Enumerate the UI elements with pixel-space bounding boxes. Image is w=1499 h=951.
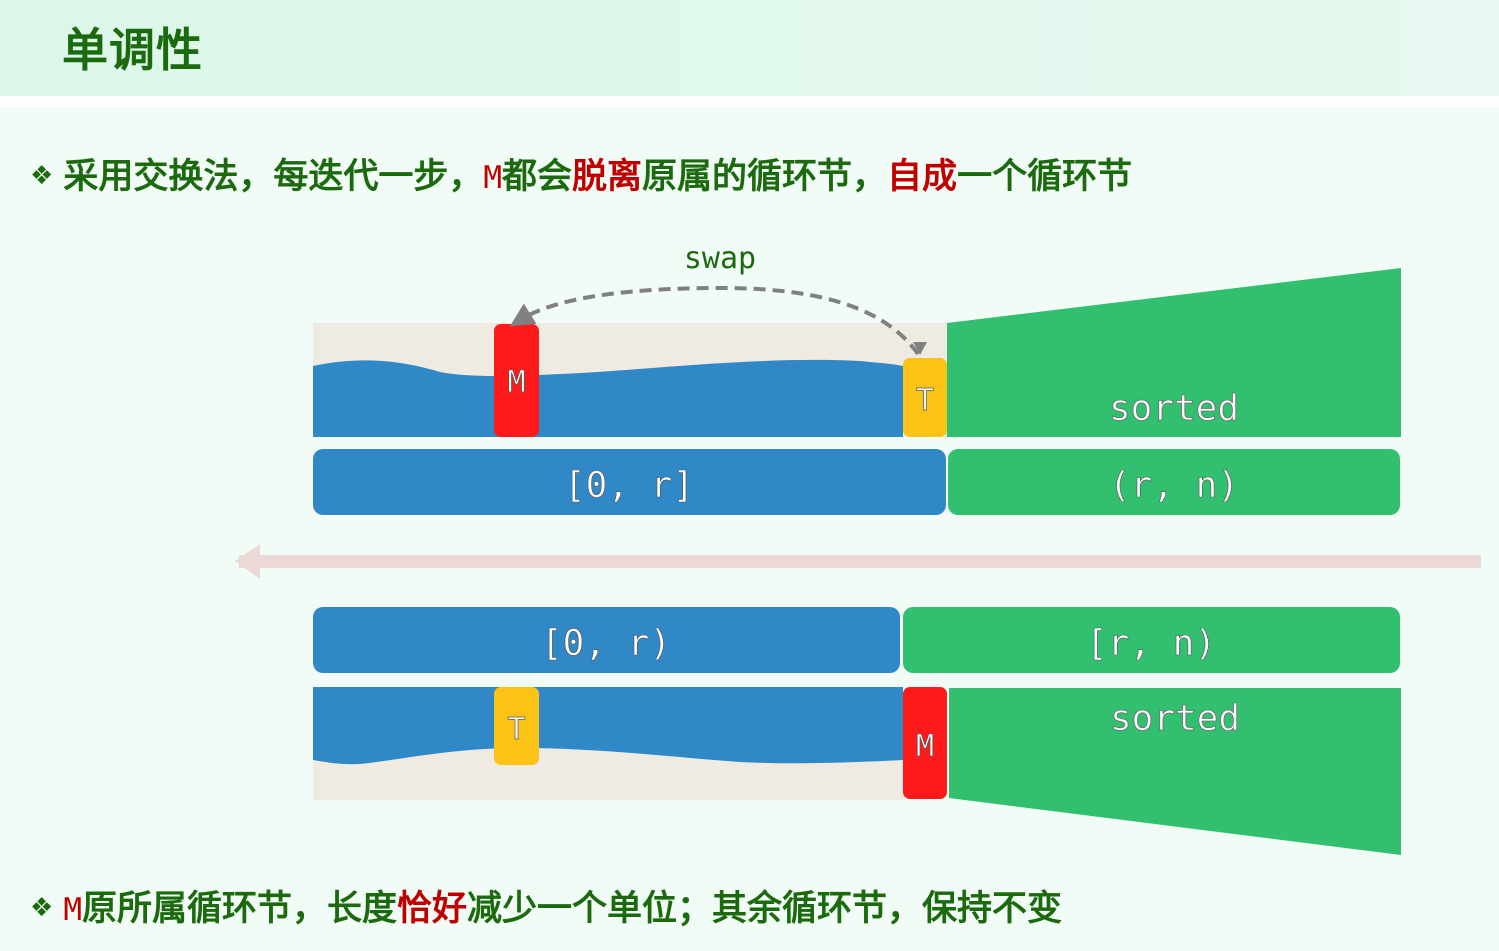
direction-arrow — [235, 544, 1481, 579]
before-tail-element — [903, 358, 947, 437]
after-max-label: M — [916, 729, 934, 764]
bullet-1-text-1: M — [483, 160, 502, 196]
before-max-label: M — [507, 365, 525, 400]
bullet-1-text-6: 一个循环节 — [957, 157, 1133, 197]
bullet-1-text-2: 都会 — [502, 157, 573, 197]
after-sorted-region — [949, 688, 1401, 855]
after-tail-label: T — [507, 712, 525, 747]
bullet-1-text-4: 原属的循环节， — [642, 157, 888, 197]
bullet-2-text-3: 减少一个单位；其余循环节，保持不变 — [467, 889, 1063, 929]
before-sorted-range-bar — [948, 449, 1400, 515]
bullet-2-text-0: M — [63, 892, 82, 928]
swap-arrow-head-right — [913, 342, 927, 355]
before-sorted-label: sorted — [1109, 388, 1239, 429]
bullet-point-2: ❖ M原所属循环节，长度恰好减少一个单位；其余循环节，保持不变 — [30, 880, 1062, 931]
after-unsorted-wave — [313, 687, 903, 765]
after-sorted-label: sorted — [1110, 698, 1240, 739]
before-tail-label: T — [916, 383, 934, 418]
bullet-point-1: ❖ 采用交换法，每迭代一步，M都会脱离原属的循环节，自成一个循环节 — [30, 148, 1132, 199]
slide-header: 单调性 — [0, 0, 1499, 96]
bullet-2-text-2: 恰好 — [397, 889, 468, 929]
after-tail-element — [494, 687, 539, 765]
bullet-1-text-5: 自成 — [887, 157, 958, 197]
diamond-bullet-icon: ❖ — [30, 161, 54, 191]
before-unsorted-range-label: [0, r] — [564, 465, 694, 506]
after-max-element — [903, 687, 947, 799]
diamond-bullet-icon: ❖ — [30, 893, 54, 923]
after-sorted-range-label: [r, n) — [1086, 623, 1216, 664]
before-max-element — [494, 324, 539, 437]
bullet-1-text-0: 采用交换法，每迭代一步， — [63, 157, 484, 197]
swap-arrow — [509, 285, 920, 356]
before-unsorted-wave — [313, 359, 903, 437]
after-sorted-range-bar — [903, 607, 1400, 673]
header-divider — [0, 96, 1499, 107]
bullet-2-text-1: 原所属循环节，长度 — [81, 889, 397, 929]
swap-label: swap — [684, 241, 756, 276]
before-sorted-range-label: (r, n) — [1109, 465, 1239, 506]
before-sorted-region — [947, 268, 1401, 437]
after-unsorted-range-bar — [313, 607, 900, 673]
before-unsorted-range-bar — [313, 449, 946, 515]
after-unsorted-range-label: [0, r) — [541, 623, 671, 664]
slide-title: 单调性 — [62, 23, 203, 77]
bullet-1-text-3: 脱离 — [572, 157, 643, 197]
